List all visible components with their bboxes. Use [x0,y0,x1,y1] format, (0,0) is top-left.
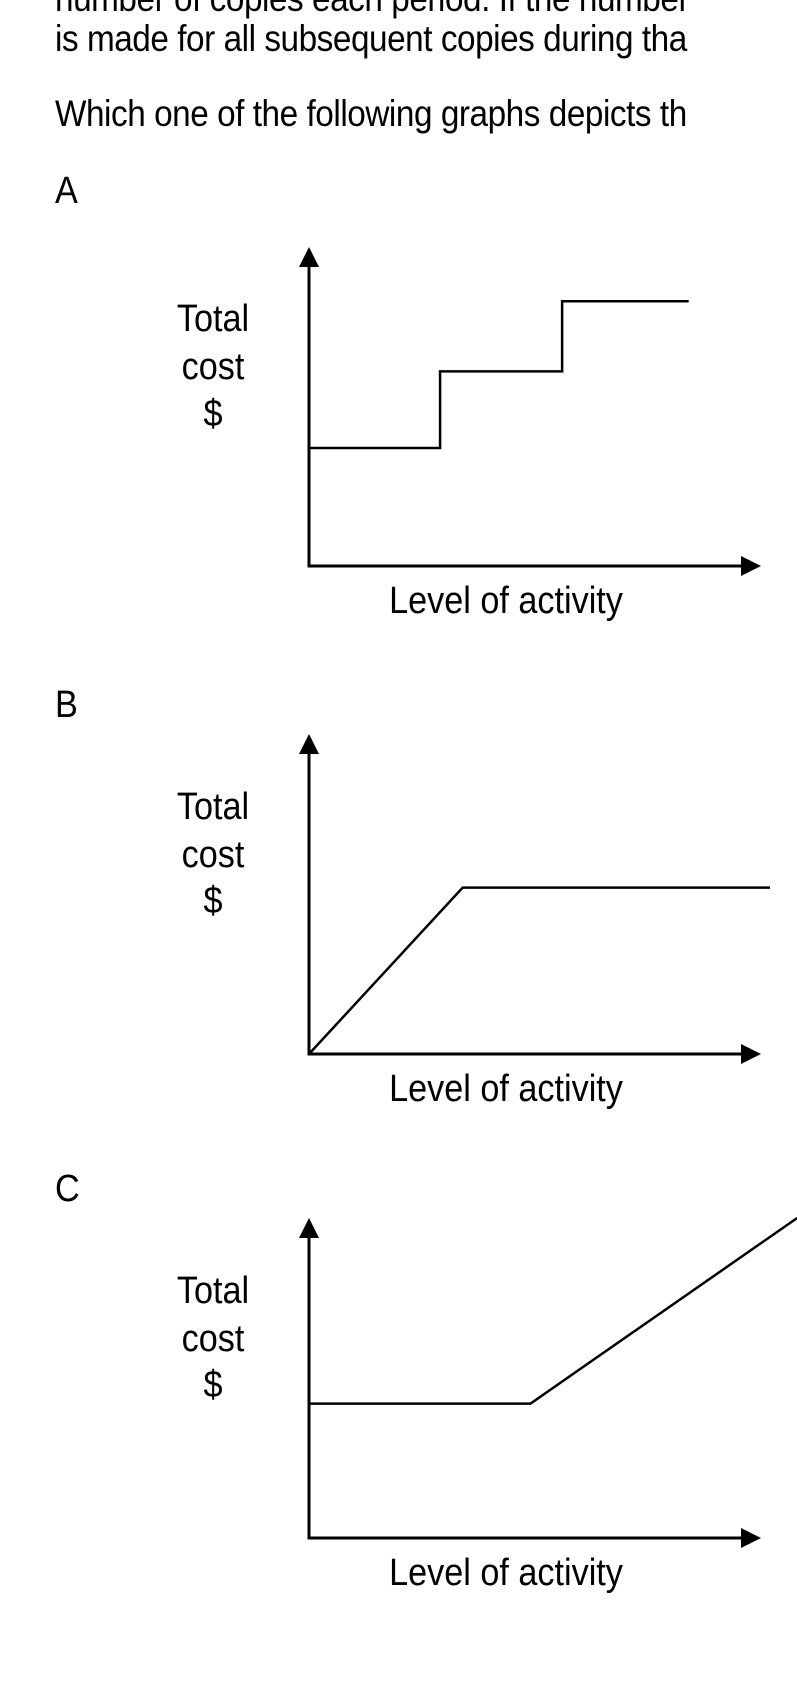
question-text-line-1: number of copies each period. If the num… [55,0,690,20]
x-axis-label: Level of activity [389,580,623,622]
y-axis-label: $ [203,393,223,435]
y-axis-label: cost [181,834,245,876]
y-axis-label: Total [176,1270,250,1312]
cost-line-b [308,886,771,1055]
question-text-line-2: is made for all subsequent copies during… [55,18,687,59]
question-text-line-3: Which one of the following graphs depict… [55,93,687,134]
x-axis-arrow-icon [741,1528,761,1548]
cost-line-a [309,299,689,450]
cost-line-c [309,1216,797,1405]
option-label-a: A [55,170,78,212]
x-axis-arrow-icon [741,1044,761,1064]
y-axis-label: cost [181,1318,245,1360]
y-axis-arrow-icon [299,734,319,754]
x-axis-label: Level of activity [389,1068,623,1110]
option-label-b: B [55,684,78,726]
y-axis-label: Total [176,786,250,828]
y-axis-label: Total [176,298,250,340]
y-axis-arrow-icon [299,247,319,267]
x-axis-label: Level of activity [389,1552,623,1594]
y-axis-label: cost [181,346,245,388]
x-axis-arrow-icon [741,556,761,576]
y-axis-arrow-icon [299,1218,319,1238]
option-label-c: C [55,1168,80,1210]
y-axis-label: $ [203,880,223,922]
y-axis-label: $ [203,1364,223,1406]
